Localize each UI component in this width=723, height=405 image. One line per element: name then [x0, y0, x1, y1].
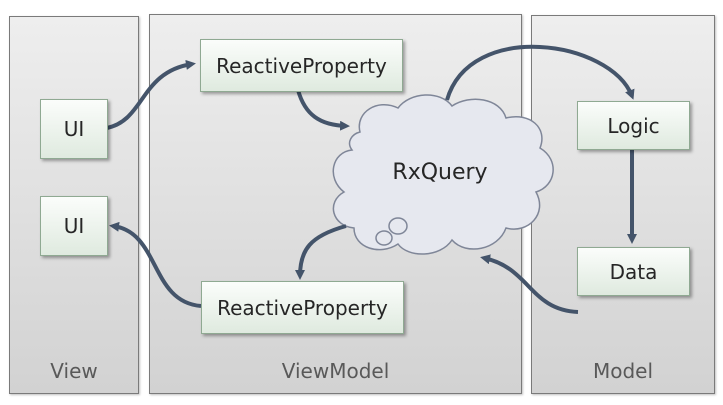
arrow-rxquery-to-logic	[445, 44, 635, 101]
ui-node-top: UI	[40, 99, 108, 159]
logic-node: Logic	[577, 101, 690, 150]
model-panel: Model	[531, 15, 715, 394]
reactive-property-node-bottom: ReactiveProperty	[201, 281, 404, 334]
arrow-data-to-rxquery	[480, 254, 579, 314]
rxquery-cloud-shape	[332, 94, 554, 255]
arrow-reactive-top-to-rxquery	[296, 89, 350, 131]
arrow-ui-to-reactive-top	[106, 59, 196, 130]
viewmodel-panel-label: ViewModel	[281, 359, 390, 383]
model-panel-label: Model	[592, 359, 654, 383]
arrow-rxquery-to-reactive-bottom	[295, 224, 347, 280]
data-node: Data	[577, 247, 690, 296]
arrow-reactive-bottom-to-ui	[109, 221, 202, 308]
rxquery-label: RxQuery	[392, 160, 488, 185]
reactive-property-node-top: ReactiveProperty	[200, 39, 403, 92]
view-panel-label: View	[50, 359, 98, 383]
ui-node-bottom: UI	[40, 196, 108, 256]
